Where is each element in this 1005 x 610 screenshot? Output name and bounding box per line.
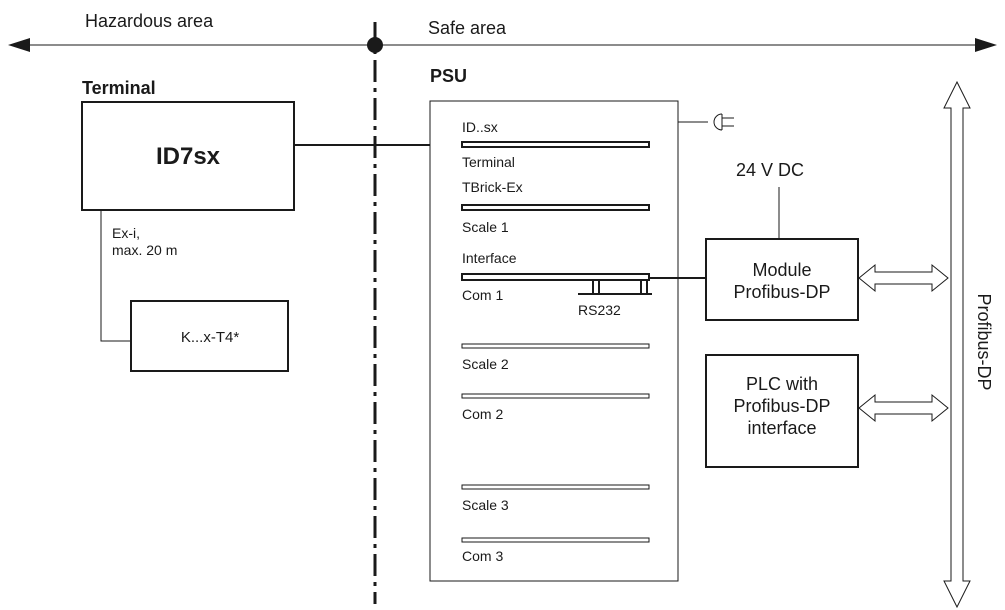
cable-spec-line2: max. 20 m — [112, 242, 177, 258]
area-divider-arrow — [8, 38, 997, 52]
profibus-bus — [943, 80, 971, 609]
plc-bus-arrow — [858, 393, 949, 423]
profibus-bus-label: Profibus-DP — [974, 293, 994, 390]
plc-label-line3: interface — [747, 418, 816, 438]
module-bus-arrow — [858, 263, 949, 293]
psu-heading: PSU — [430, 66, 467, 86]
power-plug-icon — [678, 113, 734, 131]
slot-tbrick-label: TBrick-Ex — [462, 179, 523, 195]
kx-t4-box — [130, 300, 289, 372]
slot-scale2-label: Scale 2 — [462, 356, 509, 372]
hazardous-area-label: Hazardous area — [85, 11, 214, 31]
power-supply-label: 24 V DC — [736, 160, 804, 180]
slot-terminal-label: Terminal — [462, 154, 515, 170]
plc-box — [705, 354, 859, 468]
module-label-line2: Profibus-DP — [733, 282, 830, 302]
slot-com3-bar — [461, 537, 650, 543]
slot-com2-bar — [461, 393, 650, 399]
slot-interface-label: Interface — [462, 250, 517, 266]
terminal-heading: Terminal — [82, 78, 156, 98]
ex-i-cable — [100, 210, 131, 342]
slot-com1-label: Com 1 — [462, 287, 503, 303]
slot-terminal-bar — [461, 141, 650, 148]
rs232-label: RS232 — [578, 302, 621, 318]
id7sx-label: ID7sx — [156, 143, 221, 170]
rs232-connector — [578, 280, 652, 295]
slot-com1-bar — [461, 273, 650, 281]
slot-scale3-bar — [461, 484, 650, 490]
slot-scale1-label: Scale 1 — [462, 219, 509, 235]
slot-idsx-label: ID..sx — [462, 119, 498, 135]
kx-t4-label: K...x-T4* — [181, 329, 240, 346]
plc-label-line2: Profibus-DP — [733, 396, 830, 416]
boundary-junction-dot — [367, 37, 383, 53]
slot-com3-label: Com 3 — [462, 548, 503, 564]
id7sx-box — [81, 101, 295, 211]
module-profibus-box — [705, 238, 859, 321]
slot-scale2-bar — [461, 343, 650, 349]
plc-label-line1: PLC with — [746, 374, 818, 394]
slot-scale3-label: Scale 3 — [462, 497, 509, 513]
slot-scale1-bar — [461, 204, 650, 211]
module-label-line1: Module — [752, 260, 811, 280]
cable-spec-line1: Ex-i, — [112, 225, 140, 241]
psu-box — [429, 100, 679, 582]
slot-com2-label: Com 2 — [462, 406, 503, 422]
safe-area-label: Safe area — [428, 18, 507, 38]
